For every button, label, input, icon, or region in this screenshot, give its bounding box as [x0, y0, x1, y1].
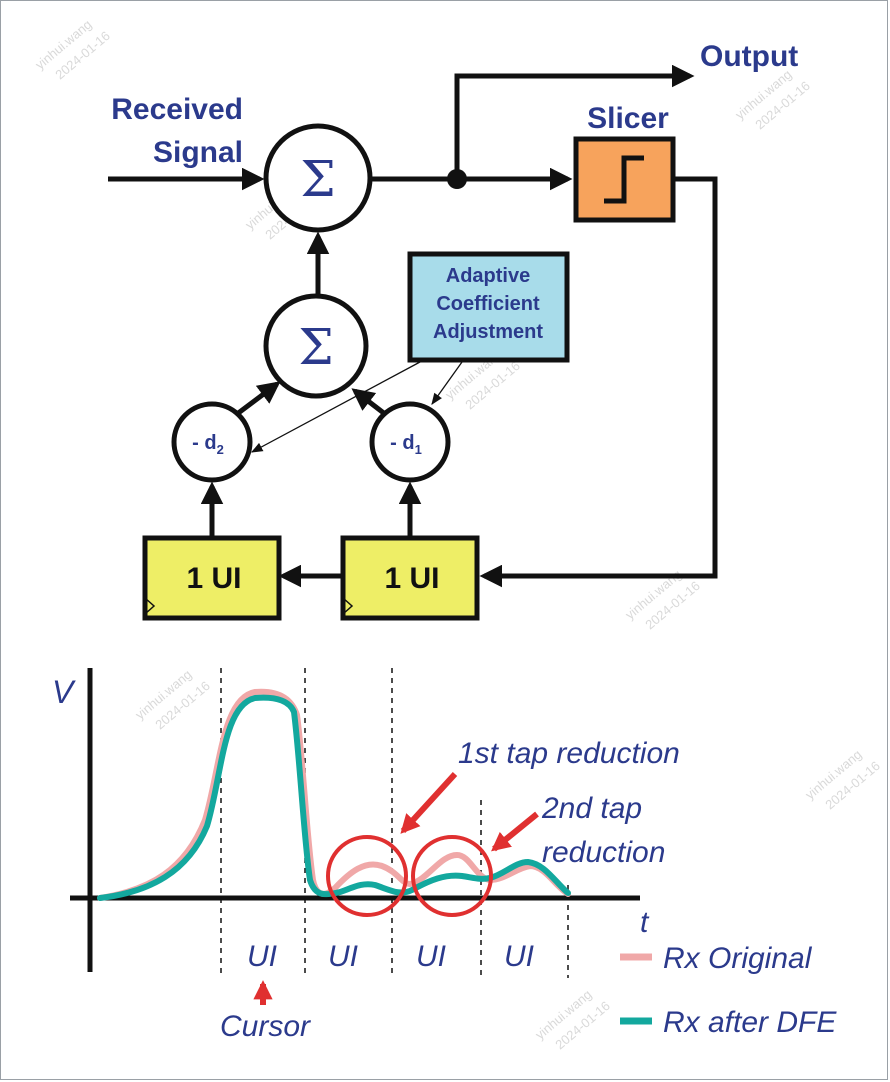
received-signal-label-line2: Signal: [153, 136, 243, 169]
second-tap-reduction-label-line1: 2nd tap: [541, 792, 642, 825]
first-tap-highlight-circle: [326, 835, 408, 917]
legend: Rx Original Rx after DFE: [620, 942, 837, 1039]
tap2-multiplier: [171, 401, 253, 483]
output-label: Output: [700, 40, 798, 73]
cursor-label: Cursor: [220, 1010, 311, 1043]
adaptive-label-line3: Adjustment: [433, 321, 543, 343]
ui-label: UI: [416, 940, 446, 973]
t-axis-label: t: [640, 906, 650, 939]
first-tap-arrow: [400, 771, 458, 834]
sigma-symbol-feedback: Σ: [298, 318, 333, 376]
received-signal-label-line1: Received: [111, 93, 243, 126]
clock-icon: [342, 597, 354, 615]
delay-block-2-label: 1 UI: [186, 562, 241, 595]
tap1-label: - d1: [390, 432, 422, 457]
ui-label: UI: [247, 940, 277, 973]
clock-icon: [144, 597, 156, 615]
first-tap-reduction-label: 1st tap reduction: [458, 737, 680, 770]
legend-label-rx-after-dfe: Rx after DFE: [663, 1006, 837, 1039]
second-tap-reduction-label-line2: reduction: [542, 836, 665, 869]
legend-label-rx-original: Rx Original: [663, 942, 813, 975]
ui-label: UI: [504, 940, 534, 973]
feedback-line: [479, 176, 718, 588]
tap2-to-sum-arrow: [235, 381, 281, 416]
waveform-plot: V t 1st tap reduction 2nd tap reduction …: [52, 668, 837, 1043]
v-axis-label: V: [52, 674, 76, 710]
adaptive-to-tap1-arrow: [431, 361, 463, 405]
ui-label: UI: [328, 940, 358, 973]
sigma-symbol-main: Σ: [300, 150, 335, 208]
adaptive-label-line2: Coefficient: [436, 293, 540, 315]
output-line: [454, 64, 695, 179]
second-tap-highlight-circle: [411, 835, 493, 917]
tap2-label: - d2: [192, 432, 224, 457]
adaptive-to-tap2-arrow: [250, 361, 421, 453]
slicer-step-icon: [604, 155, 644, 204]
slicer-label: Slicer: [587, 102, 669, 135]
second-tap-arrow: [491, 811, 539, 852]
delay-block-1-label: 1 UI: [384, 562, 439, 595]
tap1-multiplier: [369, 401, 451, 483]
adaptive-label-line1: Adaptive: [446, 265, 530, 287]
adaptive-coefficient-block: [407, 251, 570, 363]
